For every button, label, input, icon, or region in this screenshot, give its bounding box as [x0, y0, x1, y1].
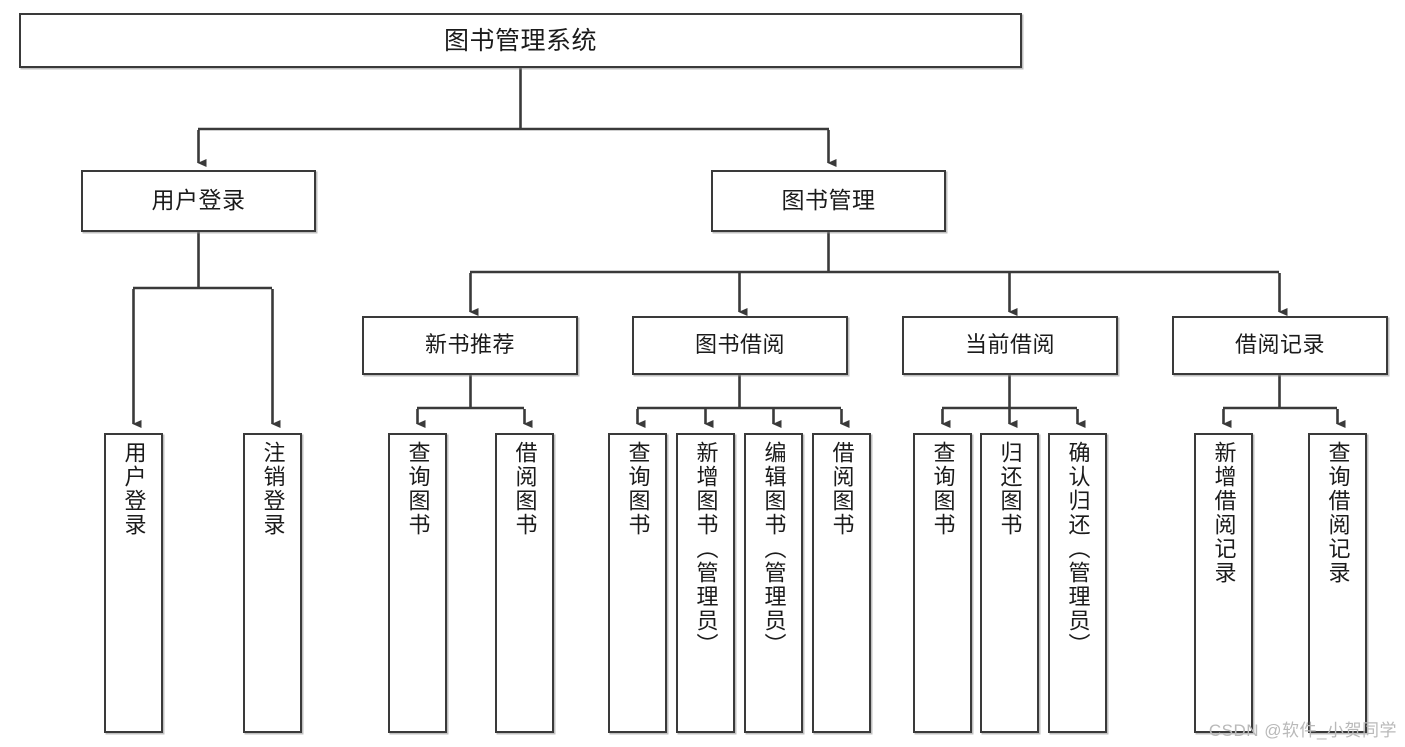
node-book-management[interactable]: 图书管理 — [711, 170, 946, 232]
leaf-user-login-logout[interactable]: 注销登录 — [243, 433, 302, 733]
node-label: 图书管理系统 — [443, 26, 597, 55]
node-current-borrow[interactable]: 当前借阅 — [902, 316, 1118, 375]
node-book-borrow[interactable]: 图书借阅 — [632, 316, 848, 375]
node-label: 新增借阅记录 — [1211, 441, 1237, 585]
leaf-user-login-login[interactable]: 用户登录 — [104, 433, 163, 733]
leaf-new-book-query-book[interactable]: 查询图书 — [388, 433, 447, 733]
node-label: 确认归还（管理员） — [1065, 441, 1091, 657]
leaf-current-borrow-return-book[interactable]: 归还图书 — [980, 433, 1039, 733]
node-label: 借阅图书 — [829, 441, 855, 537]
node-label: 当前借阅 — [964, 332, 1055, 358]
node-label: 借阅图书 — [512, 441, 538, 537]
node-label: 新增图书（管理员） — [693, 441, 719, 657]
leaf-borrow-records-add-record[interactable]: 新增借阅记录 — [1194, 433, 1253, 733]
node-label: 图书借阅 — [694, 332, 785, 358]
leaf-new-book-borrow-book[interactable]: 借阅图书 — [495, 433, 554, 733]
node-user-login[interactable]: 用户登录 — [81, 170, 316, 232]
node-label: 图书管理 — [781, 187, 876, 214]
leaf-current-borrow-query-book[interactable]: 查询图书 — [913, 433, 972, 733]
leaf-book-borrow-add-book-admin[interactable]: 新增图书（管理员） — [676, 433, 735, 733]
node-borrow-records[interactable]: 借阅记录 — [1172, 316, 1388, 375]
node-label: 归还图书 — [997, 441, 1023, 537]
node-label: 用户登录 — [151, 187, 246, 214]
node-new-book-recommend[interactable]: 新书推荐 — [362, 316, 578, 375]
node-label: 用户登录 — [121, 441, 147, 537]
node-label: 查询图书 — [930, 441, 956, 537]
node-label: 查询图书 — [625, 441, 651, 537]
leaf-book-borrow-edit-book-admin[interactable]: 编辑图书（管理员） — [744, 433, 803, 733]
leaf-book-borrow-borrow-book[interactable]: 借阅图书 — [812, 433, 871, 733]
leaf-book-borrow-query-book[interactable]: 查询图书 — [608, 433, 667, 733]
leaf-borrow-records-query-record[interactable]: 查询借阅记录 — [1308, 433, 1367, 733]
node-label: 编辑图书（管理员） — [761, 441, 787, 657]
leaf-current-borrow-confirm-return-admin[interactable]: 确认归还（管理员） — [1048, 433, 1107, 733]
node-root-book-management-system[interactable]: 图书管理系统 — [19, 13, 1022, 68]
node-label: 查询借阅记录 — [1325, 441, 1351, 585]
node-label: 借阅记录 — [1234, 332, 1325, 358]
node-label: 查询图书 — [405, 441, 431, 537]
node-label: 新书推荐 — [424, 332, 515, 358]
node-label: 注销登录 — [260, 441, 286, 537]
